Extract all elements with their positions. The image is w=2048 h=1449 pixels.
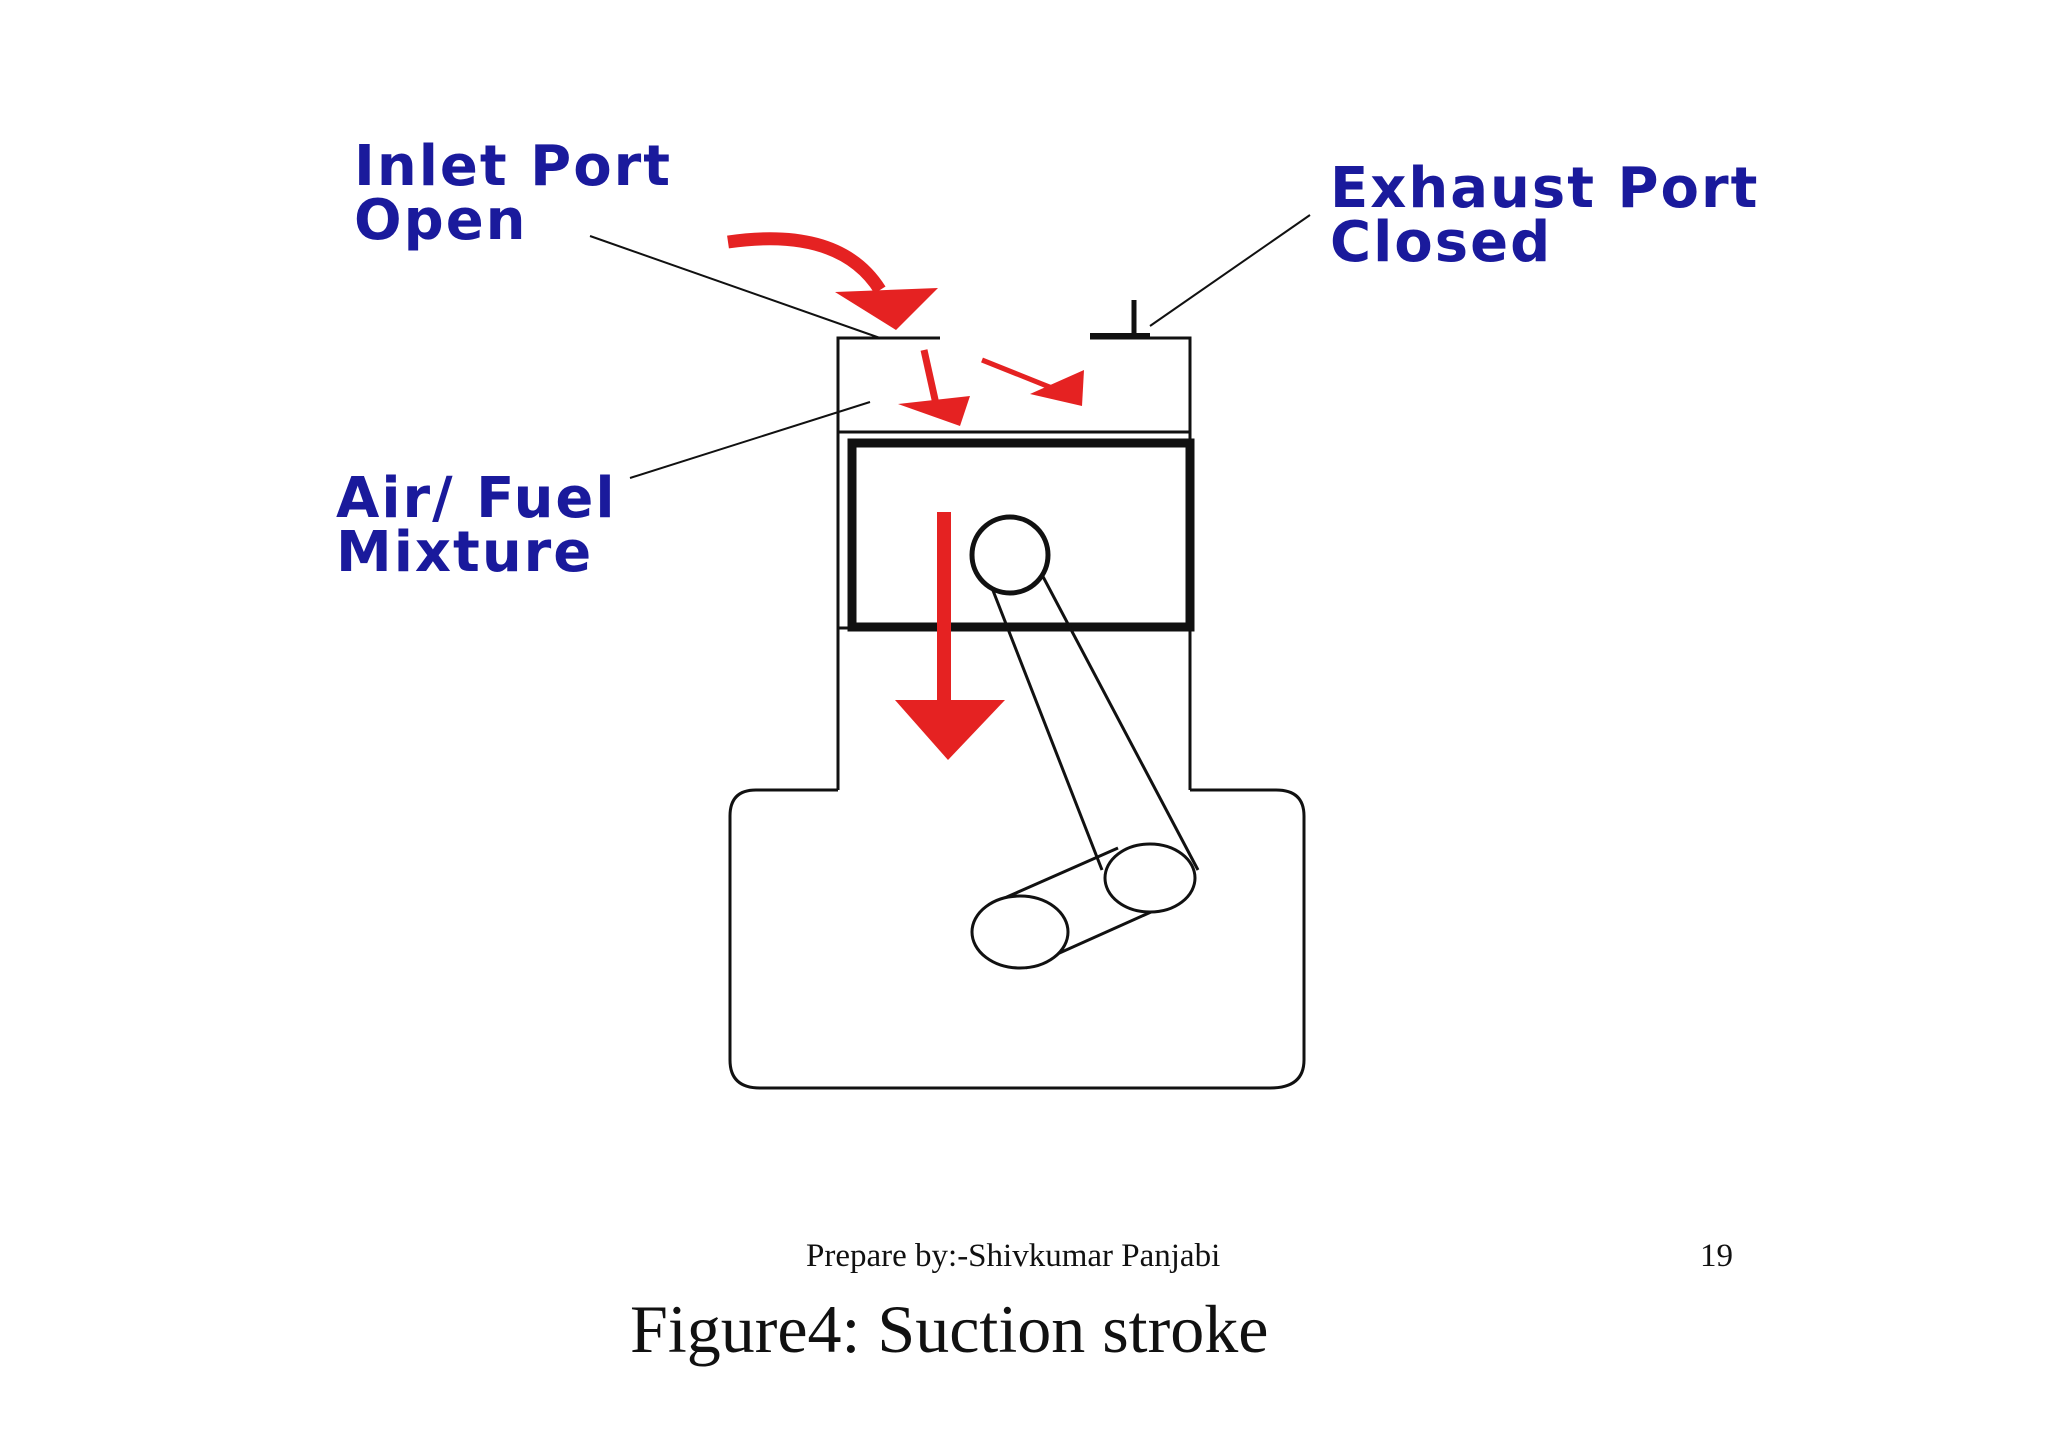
intake-down-arrow-head xyxy=(898,396,970,426)
crank-arm-top xyxy=(999,846,1119,902)
inlet-port-label-line-2: Open xyxy=(354,188,528,253)
author-credit: Prepare by:-Shivkumar Panjabi xyxy=(806,1238,1221,1274)
connecting-rod-left xyxy=(983,569,1104,871)
exhaust-port-label-line-1: Exhaust Port xyxy=(1330,156,1760,221)
mixture-leader-line xyxy=(629,401,871,479)
air-fuel-mixture-label-line-2: Mixture xyxy=(336,520,594,585)
inlet-port-label-line-1: Inlet Port xyxy=(354,134,673,199)
piston-motion-arrow-head xyxy=(895,700,1005,760)
crank-pin xyxy=(1103,842,1197,914)
cylinder-head xyxy=(836,336,1192,434)
intake-diagonal-arrow-head xyxy=(1030,370,1084,406)
exhaust-leader-line xyxy=(1149,214,1311,327)
crankshaft xyxy=(970,894,1070,970)
figure-caption: Figure4: Suction stroke xyxy=(630,1291,1269,1367)
connecting-rod-right xyxy=(1028,551,1200,871)
page-number: 19 xyxy=(1700,1238,1733,1274)
inlet-port-label: Inlet Port Open xyxy=(354,134,673,253)
inlet-leader-line xyxy=(589,235,881,339)
air-fuel-mixture-label: Air/ Fuel Mixture xyxy=(336,466,617,585)
exhaust-port-label: Exhaust Port Closed xyxy=(1330,156,1760,275)
crankcase xyxy=(728,788,1306,1090)
intake-diagonal-arrow-shaft xyxy=(981,357,1053,391)
air-fuel-mixture-label-line-1: Air/ Fuel xyxy=(336,466,617,531)
wrist-pin xyxy=(969,514,1051,596)
intake-curved-arrow-shaft xyxy=(727,232,886,294)
intake-down-arrow-shaft xyxy=(920,349,940,405)
intake-curved-arrow-head xyxy=(835,288,938,330)
exhaust-port-label-line-2: Closed xyxy=(1330,210,1553,275)
